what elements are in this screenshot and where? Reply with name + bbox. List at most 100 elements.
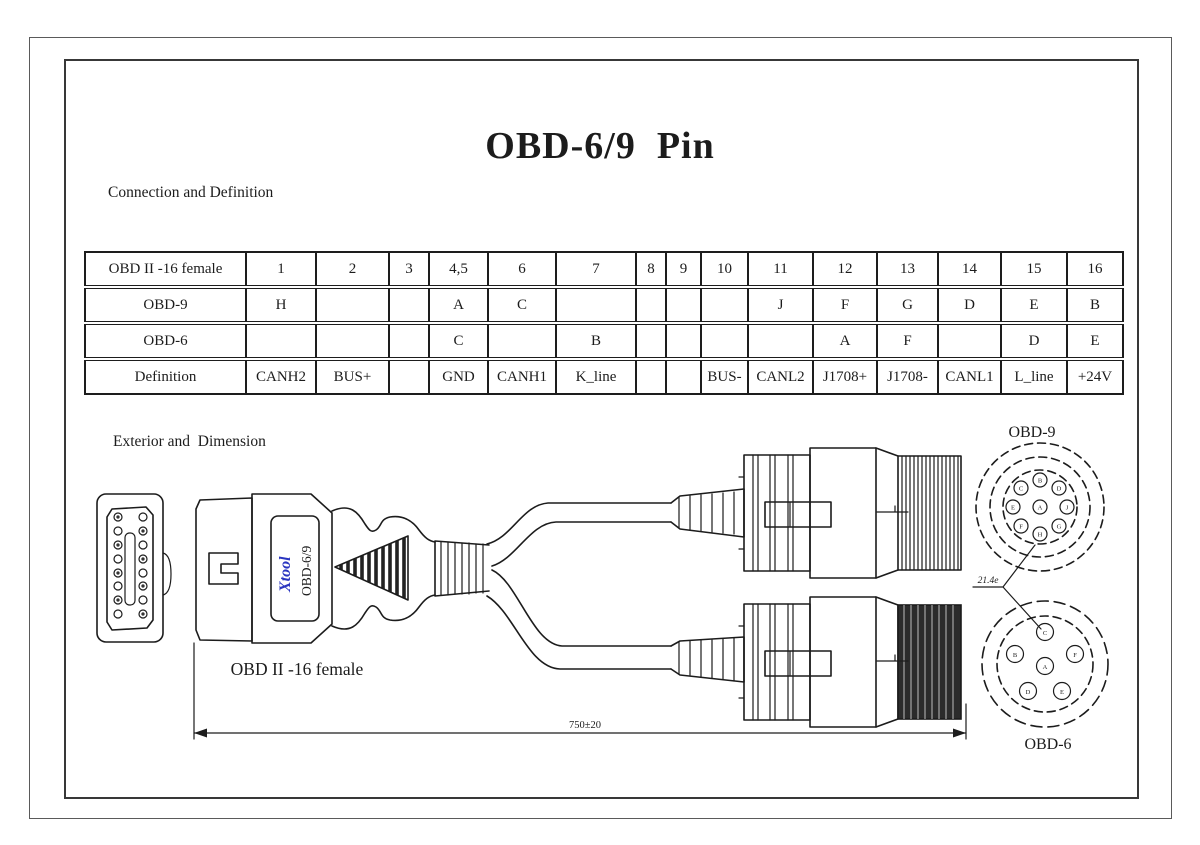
table-cell: 3 bbox=[388, 252, 430, 289]
table-cell bbox=[665, 359, 702, 394]
model-text: OBD-6/9 bbox=[299, 546, 314, 596]
table-cell: 7 bbox=[555, 252, 637, 289]
y-cable bbox=[486, 502, 672, 670]
page-title: OBD-6/9 Pin bbox=[485, 125, 715, 167]
table-cell: 11 bbox=[747, 252, 814, 289]
table-cell: BUS+ bbox=[315, 359, 390, 394]
obd16-face-drawing bbox=[96, 493, 172, 643]
svg-text:B: B bbox=[1013, 652, 1018, 659]
table-row-header: OBD II -16 female 1 2 3 4,5 6 7 8 9 10 1… bbox=[84, 252, 1124, 289]
obd9-side-connector bbox=[738, 447, 962, 579]
table-cell bbox=[388, 287, 430, 325]
table-cell: CANL1 bbox=[937, 359, 1002, 394]
obd6-face-pins: C B F A D E bbox=[1005, 622, 1085, 701]
svg-text:H: H bbox=[1038, 532, 1043, 539]
outer-border bbox=[29, 37, 1172, 819]
table-cell: OBD-6 bbox=[84, 323, 247, 361]
table-cell bbox=[555, 287, 637, 325]
pin-dimension-callout: 21.4e bbox=[972, 544, 1042, 630]
table-cell: D bbox=[937, 287, 1002, 325]
table-cell: 15 bbox=[1000, 252, 1068, 289]
table-cell: F bbox=[812, 287, 878, 325]
table-cell: G bbox=[876, 287, 939, 325]
obd9-face-pins: B D J G H F E C A bbox=[1005, 472, 1075, 542]
table-cell bbox=[665, 287, 702, 325]
table-cell: 13 bbox=[876, 252, 939, 289]
table-cell bbox=[635, 359, 667, 394]
section-connection-definition: Connection and Definition bbox=[108, 184, 274, 201]
table-cell: 6 bbox=[487, 252, 557, 289]
table-cell: 10 bbox=[700, 252, 749, 289]
table-cell: B bbox=[1066, 287, 1124, 325]
table-cell: OBD II -16 female bbox=[84, 252, 247, 289]
obd16-side-drawing: Xtool OBD-6/9 bbox=[195, 493, 490, 644]
svg-text:J: J bbox=[1066, 505, 1069, 512]
table-cell: OBD-9 bbox=[84, 287, 247, 325]
table-cell bbox=[700, 287, 749, 325]
obd6-side-connector bbox=[738, 596, 962, 728]
table-cell bbox=[388, 323, 430, 361]
dimension-line: 750±20 bbox=[193, 642, 967, 740]
table-cell: F bbox=[876, 323, 939, 361]
table-cell: J1708+ bbox=[812, 359, 878, 394]
svg-text:F: F bbox=[1073, 652, 1077, 659]
obd16-connector-label: OBD II -16 female bbox=[231, 659, 364, 679]
obd6-face-drawing: C B F A D E bbox=[981, 600, 1109, 728]
table-cell: J1708- bbox=[876, 359, 939, 394]
table-cell: E bbox=[1000, 287, 1068, 325]
table-cell: CANH1 bbox=[487, 359, 557, 394]
pin-mapping-table: OBD II -16 female 1 2 3 4,5 6 7 8 9 10 1… bbox=[84, 251, 1124, 395]
table-cell: Definition bbox=[84, 359, 247, 394]
table-cell: 16 bbox=[1066, 252, 1124, 289]
obd9-connector-label: OBD-9 bbox=[1008, 424, 1055, 441]
table-cell bbox=[747, 323, 814, 361]
table-cell: K_line bbox=[555, 359, 637, 394]
svg-text:G: G bbox=[1057, 524, 1062, 531]
svg-text:B: B bbox=[1038, 478, 1043, 485]
brand-logo-text: Xtool bbox=[277, 556, 294, 593]
table-cell: 12 bbox=[812, 252, 878, 289]
svg-text:F: F bbox=[1019, 524, 1023, 531]
table-cell: 1 bbox=[245, 252, 317, 289]
table-cell bbox=[635, 287, 667, 325]
table-cell: A bbox=[812, 323, 878, 361]
table-cell bbox=[487, 323, 557, 361]
table-cell: 9 bbox=[665, 252, 702, 289]
table-cell: H bbox=[245, 287, 317, 325]
inner-border bbox=[64, 59, 1139, 799]
svg-text:A: A bbox=[1043, 664, 1048, 671]
table-cell: CANH2 bbox=[245, 359, 317, 394]
cable-boot bbox=[434, 540, 490, 597]
obd6-connector-label: OBD-6 bbox=[1024, 736, 1071, 753]
obd6-branch-boot bbox=[670, 636, 745, 683]
pin-dimension-text: 21.4e bbox=[978, 576, 999, 586]
svg-text:E: E bbox=[1060, 689, 1064, 696]
table-cell bbox=[700, 323, 749, 361]
table-cell: E bbox=[1066, 323, 1124, 361]
ribbed-cone bbox=[334, 535, 409, 601]
svg-text:D: D bbox=[1026, 689, 1031, 696]
section-exterior-dimension: Exterior and Dimension bbox=[113, 433, 266, 450]
table-cell bbox=[315, 287, 390, 325]
table-cell: J bbox=[747, 287, 814, 325]
table-cell: 2 bbox=[315, 252, 390, 289]
table-cell: CANL2 bbox=[747, 359, 814, 394]
table-cell: A bbox=[428, 287, 489, 325]
cable-length-text: 750±20 bbox=[569, 720, 601, 731]
table-cell: 4,5 bbox=[428, 252, 489, 289]
obd9-face-drawing: B D J G H F E C A bbox=[975, 442, 1105, 572]
table-cell: C bbox=[428, 323, 489, 361]
table-cell bbox=[245, 323, 317, 361]
table-cell: GND bbox=[428, 359, 489, 394]
svg-text:A: A bbox=[1038, 505, 1043, 512]
svg-text:D: D bbox=[1057, 486, 1062, 493]
svg-text:C: C bbox=[1019, 486, 1023, 493]
table-cell bbox=[315, 323, 390, 361]
table-cell: L_line bbox=[1000, 359, 1068, 394]
obd9-branch-boot bbox=[670, 488, 745, 538]
table-cell: +24V bbox=[1066, 359, 1124, 394]
table-cell: C bbox=[487, 287, 557, 325]
table-cell: 8 bbox=[635, 252, 667, 289]
